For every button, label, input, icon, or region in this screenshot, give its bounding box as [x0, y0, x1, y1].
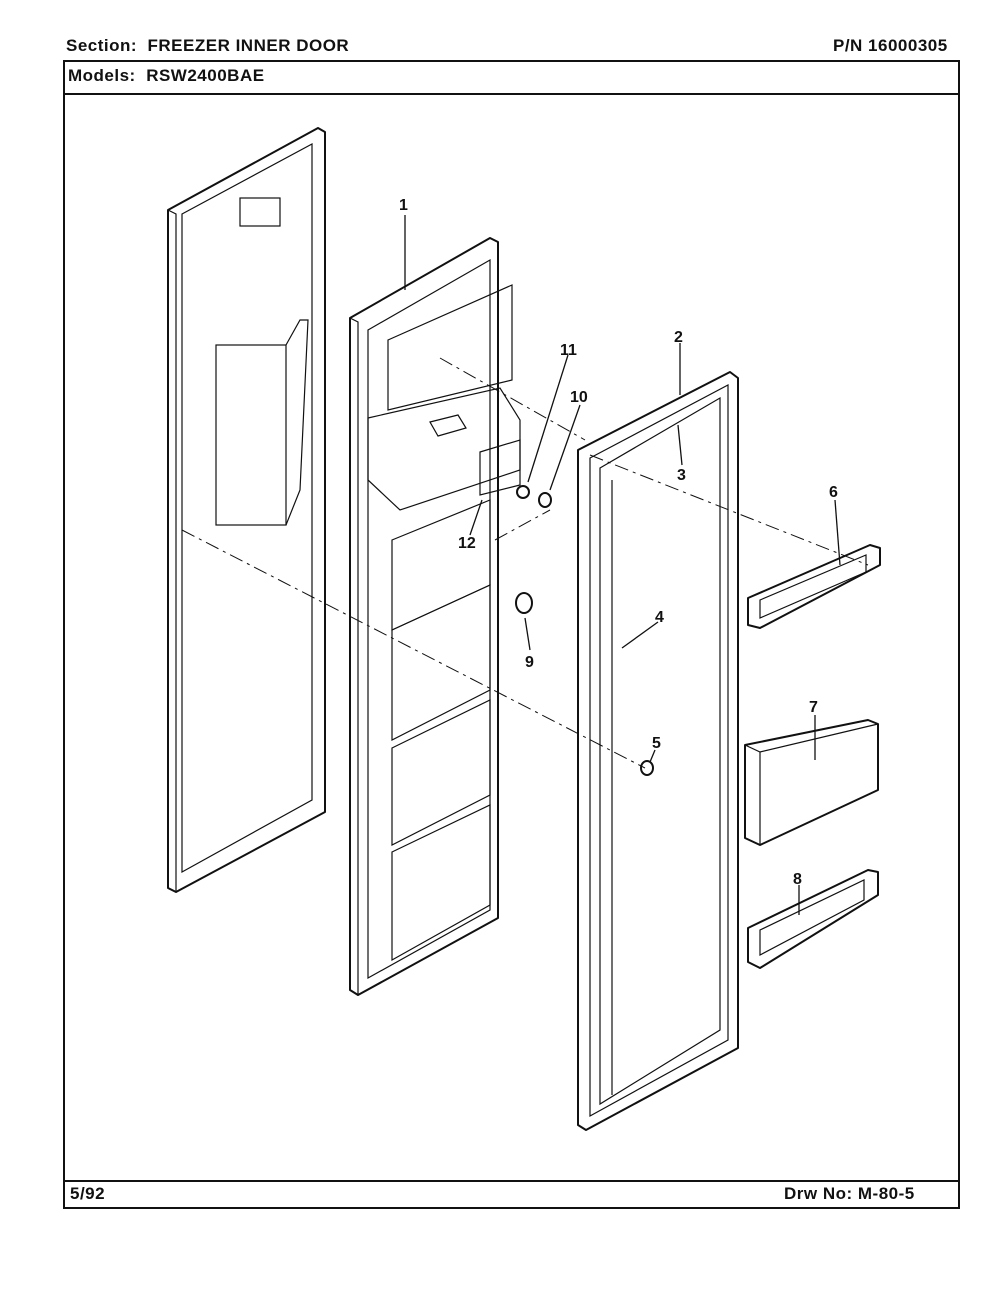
door-liner: [349, 237, 521, 996]
callout-8: 8: [793, 871, 802, 888]
callout-12: 12: [458, 535, 476, 552]
door-shelf-6: [747, 544, 881, 629]
model-number: RSW2400BAE: [146, 66, 265, 85]
callout-10: 10: [570, 389, 588, 406]
door-bin-7: [744, 719, 879, 846]
callout-labels: 1 2 3 4 5 6 7 8 9 10 11 12: [399, 197, 838, 888]
drawing-date: 5/92: [70, 1184, 106, 1203]
door-gasket: [577, 371, 739, 1131]
callout-9: 9: [525, 654, 534, 671]
callout-3: 3: [677, 467, 686, 484]
callout-7: 7: [809, 699, 818, 716]
part-number: P/N 16000305: [833, 36, 948, 55]
section-label: Section: FREEZER INNER DOOR: [66, 36, 349, 56]
callout-4: 4: [655, 609, 664, 626]
section-title: FREEZER INNER DOOR: [147, 36, 350, 55]
door-shelf-8: [747, 869, 879, 969]
models-label-text: Models:: [68, 66, 136, 85]
callout-2: 2: [674, 329, 683, 346]
drawing-frame: [63, 60, 960, 1209]
alignment-lines: [181, 357, 869, 769]
outer-door-panel: [167, 127, 326, 893]
washer-10: [538, 492, 552, 508]
screw-11: [516, 485, 530, 499]
callout-1: 1: [399, 197, 408, 214]
section-label-text: Section:: [66, 36, 138, 55]
callout-6: 6: [829, 484, 838, 501]
leader-lines: [404, 215, 841, 915]
callout-5: 5: [652, 735, 661, 752]
screw-5: [640, 760, 654, 776]
models-label: Models: RSW2400BAE: [68, 66, 265, 86]
callout-11: 11: [560, 342, 577, 359]
plug-button-9: [515, 592, 533, 614]
header-divider: [63, 93, 960, 95]
drawing-number: Drw No: M-80-5: [784, 1184, 915, 1203]
footer-divider: [63, 1180, 960, 1182]
